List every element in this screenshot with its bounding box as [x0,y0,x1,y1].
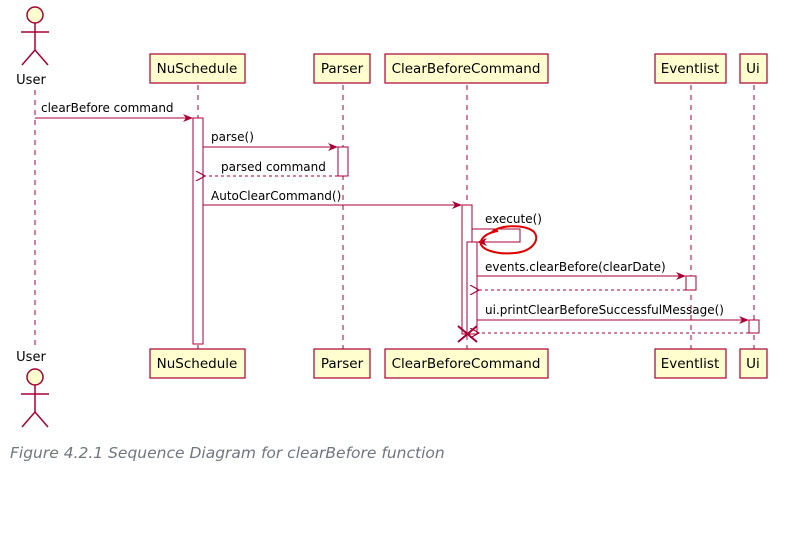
actor-user-top-label: User [16,73,46,88]
participant-ui-bottom-label: Ui [746,356,760,372]
participant-clearbeforecommand-bottom-label: ClearBeforeCommand [392,356,541,372]
message-events-clearbefore-label: events.clearBefore(clearDate) [485,260,666,274]
actor-user-top [21,6,49,66]
participant-eventlist-top-label: Eventlist [661,61,720,77]
message-autoclearcommand-label: AutoClearCommand() [211,189,341,203]
participant-ui-top [739,53,768,84]
destroy-x-mark [457,325,478,343]
activation-nuschedule [192,117,204,345]
activation-eventlist [685,275,697,291]
actor-user-bottom-label: User [16,350,46,365]
participant-parser-top-label: Parser [321,61,364,77]
message-ui-print-label: ui.printClearBeforeSuccessfulMessage() [485,303,724,317]
participant-eventlist-bottom [654,348,727,379]
participant-ui-top-label: Ui [746,61,760,77]
participant-clearbeforecommand-bottom [384,348,549,379]
participant-parser-top [313,53,371,84]
figure-caption: Figure 4.2.1 Sequence Diagram for clearB… [10,444,445,462]
actor-user-bottom [21,368,49,428]
activation-ui [748,319,760,334]
participant-eventlist-bottom-label: Eventlist [661,356,720,372]
message-parse-label: parse() [211,130,254,144]
activation-clearbeforecommand-inner [466,241,478,335]
activation-parser [337,146,349,177]
sequence-diagram: User User NuSchedule Parser ClearBeforeC… [16,6,768,428]
participant-clearbeforecommand-top [384,53,549,84]
annotation-circle [479,225,538,255]
participant-ui-bottom [739,348,768,379]
participant-parser-bottom-label: Parser [321,356,364,372]
participant-nuschedule-bottom-label: NuSchedule [157,356,238,372]
participant-clearbeforecommand-top-label: ClearBeforeCommand [392,61,541,77]
participant-nuschedule-bottom [149,348,246,379]
participant-nuschedule-top-label: NuSchedule [157,61,238,77]
participant-eventlist-top [654,53,727,84]
message-clearbefore-command-label: clearBefore command [41,101,174,115]
message-parsed-command-label: parsed command [221,160,326,174]
participant-parser-bottom [313,348,371,379]
participant-nuschedule-top [149,53,246,84]
message-execute-label: execute() [485,212,542,226]
